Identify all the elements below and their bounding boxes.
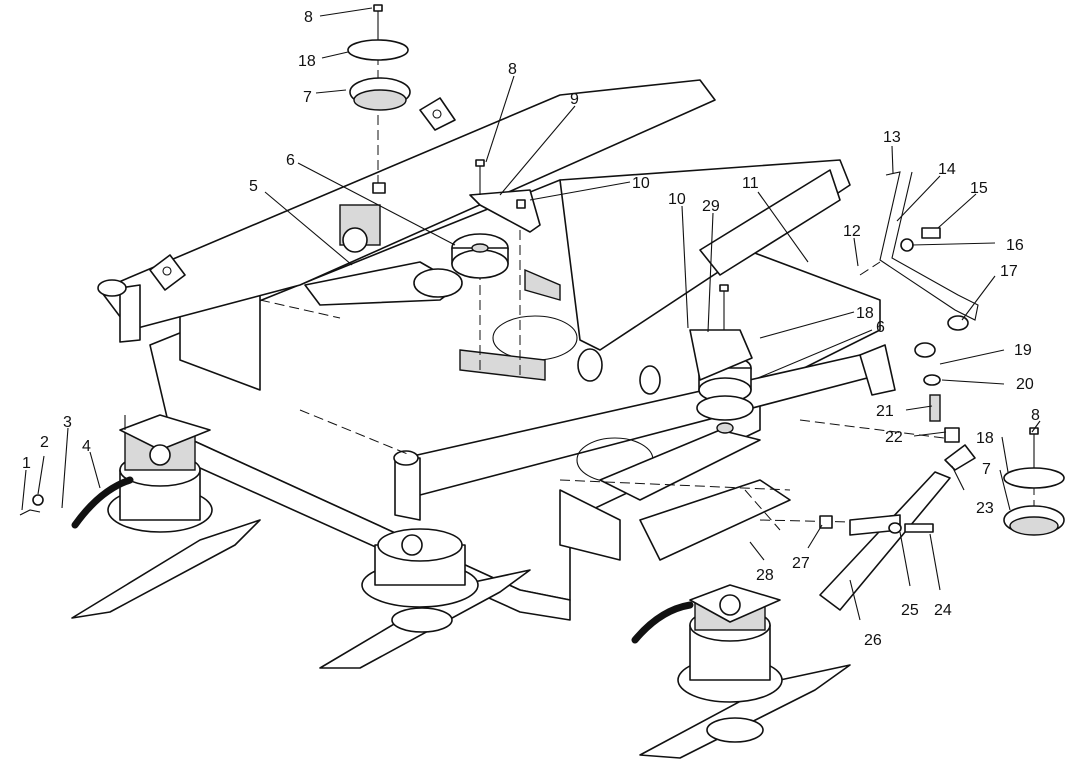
callout-10: 10	[668, 191, 686, 208]
callout-19: 19	[1014, 342, 1032, 359]
callout-18: 18	[976, 430, 994, 447]
callout-labels: 8 18 7 8 9 10 6 5 10 29 11 12 13 14 15 1…	[22, 9, 1040, 649]
deflector-assembly	[819, 171, 979, 611]
tube-end-center	[393, 450, 419, 466]
callout-15: 15	[970, 180, 988, 197]
callout-12: 12	[843, 223, 861, 240]
right-pulley-stack	[1003, 427, 1065, 536]
callout-leaders	[21, 7, 1041, 621]
callout-16: 16	[1006, 237, 1024, 254]
callout-20: 20	[1016, 376, 1034, 393]
callout-24: 24	[934, 602, 952, 619]
deflector-26	[819, 471, 951, 611]
callout-13: 13	[883, 129, 901, 146]
tube-end-left	[97, 279, 127, 297]
callout-11: 11	[742, 175, 759, 192]
idler-pulley-right	[689, 284, 754, 434]
callout-2: 2	[40, 434, 49, 451]
spindle-center	[319, 528, 531, 669]
callout-18: 18	[298, 53, 316, 70]
callout-22: 22	[885, 429, 903, 446]
washer-18-right	[1003, 467, 1065, 489]
callout-14: 14	[938, 161, 956, 178]
spacer-27	[819, 515, 833, 529]
callout-6: 6	[876, 319, 885, 336]
spindle-right	[631, 584, 851, 759]
hose-right	[631, 601, 694, 644]
washer-18-top	[347, 39, 409, 61]
callout-10: 10	[632, 175, 650, 192]
callout-17: 17	[1000, 263, 1018, 280]
callout-25: 25	[901, 602, 919, 619]
spindle-left	[19, 414, 261, 619]
callout-8: 8	[304, 9, 313, 26]
blade-left	[71, 519, 261, 619]
callout-7: 7	[982, 461, 991, 478]
callout-6: 6	[286, 152, 295, 169]
callout-8: 8	[508, 61, 517, 78]
callout-1: 1	[22, 455, 31, 472]
top-pulley-stack	[347, 4, 411, 194]
callout-4: 4	[82, 438, 91, 455]
callout-27: 27	[792, 555, 810, 572]
callout-8: 8	[1031, 407, 1040, 424]
callout-23: 23	[976, 500, 994, 517]
callout-5: 5	[249, 178, 258, 195]
callout-26: 26	[864, 632, 882, 649]
deck-frame	[97, 79, 896, 621]
idler-pulley-left	[451, 233, 509, 279]
callout-28: 28	[756, 567, 774, 584]
callout-29: 29	[702, 198, 720, 215]
callout-7: 7	[303, 89, 312, 106]
callout-18: 18	[856, 305, 874, 322]
callout-21: 21	[876, 403, 894, 420]
callout-9: 9	[570, 91, 579, 108]
idler-bracket-29	[689, 329, 753, 381]
callout-3: 3	[63, 414, 72, 431]
hose-4	[71, 476, 134, 529]
idler-bracket-9	[469, 159, 541, 233]
